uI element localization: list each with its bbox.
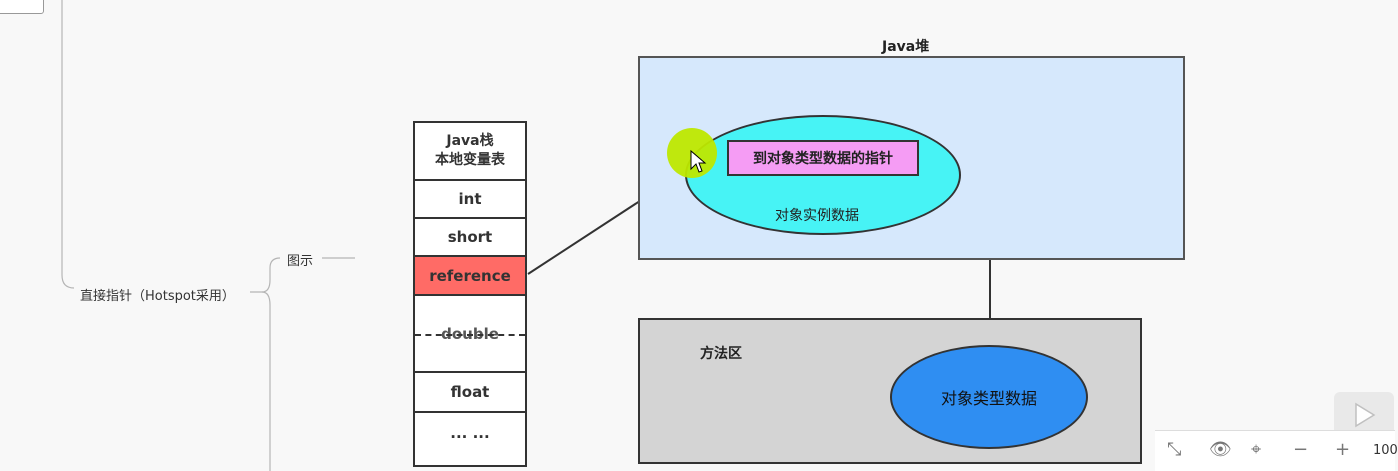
type-data-ellipse: 对象类型数据	[890, 345, 1088, 449]
map-toolbar: ⤡ 👁 ⌖ − + 100	[1155, 430, 1398, 471]
double-dashed-divider	[415, 334, 525, 336]
mindmap-parent-node[interactable]	[0, 0, 44, 14]
mindmap-line-vertical	[61, 0, 75, 289]
stack-row-label: short	[447, 228, 493, 246]
mouse-pointer-icon	[690, 149, 707, 173]
stack-row-label: ... ...	[450, 424, 490, 442]
stack-row-short: short	[415, 219, 525, 257]
stack-row-label: int	[458, 190, 482, 208]
stack-row-reference: reference	[415, 257, 525, 296]
stack-row-float: float	[415, 373, 525, 413]
stack-row-ellipsis: ... ...	[415, 413, 525, 453]
type-data-label: 对象类型数据	[940, 389, 1037, 408]
eye-icon[interactable]: 👁	[1209, 439, 1232, 460]
play-icon	[1355, 402, 1376, 428]
type-pointer-box: 到对象类型数据的指针	[727, 140, 919, 176]
mindmap-node-diagram[interactable]: 图示	[287, 254, 314, 269]
stack-header-subtitle: 本地变量表	[435, 152, 505, 168]
zoom-out-icon[interactable]: −	[1293, 439, 1309, 460]
mindmap-line-diagram-down	[261, 291, 271, 471]
type-pointer-label: 到对象类型数据的指针	[753, 151, 893, 167]
stack-row-label: float	[450, 383, 490, 401]
mindmap-line-diagram	[250, 257, 281, 293]
mindmap-node-direct-pointer[interactable]: 直接指针（Hotspot采用）	[80, 289, 235, 304]
stack-header: Java栈 本地变量表	[415, 123, 525, 181]
stack-row-label: double	[441, 324, 499, 343]
location-pin-icon[interactable]: ⌖	[1251, 439, 1262, 460]
heap-title: Java堆	[882, 39, 930, 55]
zoom-in-icon[interactable]: +	[1335, 439, 1351, 460]
zoom-level: 100	[1373, 443, 1398, 458]
stack-row-double: double	[415, 296, 525, 373]
stack-row-int: int	[415, 181, 525, 219]
method-area-title: 方法区	[700, 346, 742, 362]
stack-header-title: Java栈	[446, 133, 494, 149]
expand-icon[interactable]: ⤡	[1167, 439, 1182, 460]
instance-data-label: 对象实例数据	[775, 208, 859, 224]
java-stack-table: Java栈 本地变量表 int short reference double f…	[413, 121, 527, 467]
stack-row-label: reference	[429, 266, 511, 285]
